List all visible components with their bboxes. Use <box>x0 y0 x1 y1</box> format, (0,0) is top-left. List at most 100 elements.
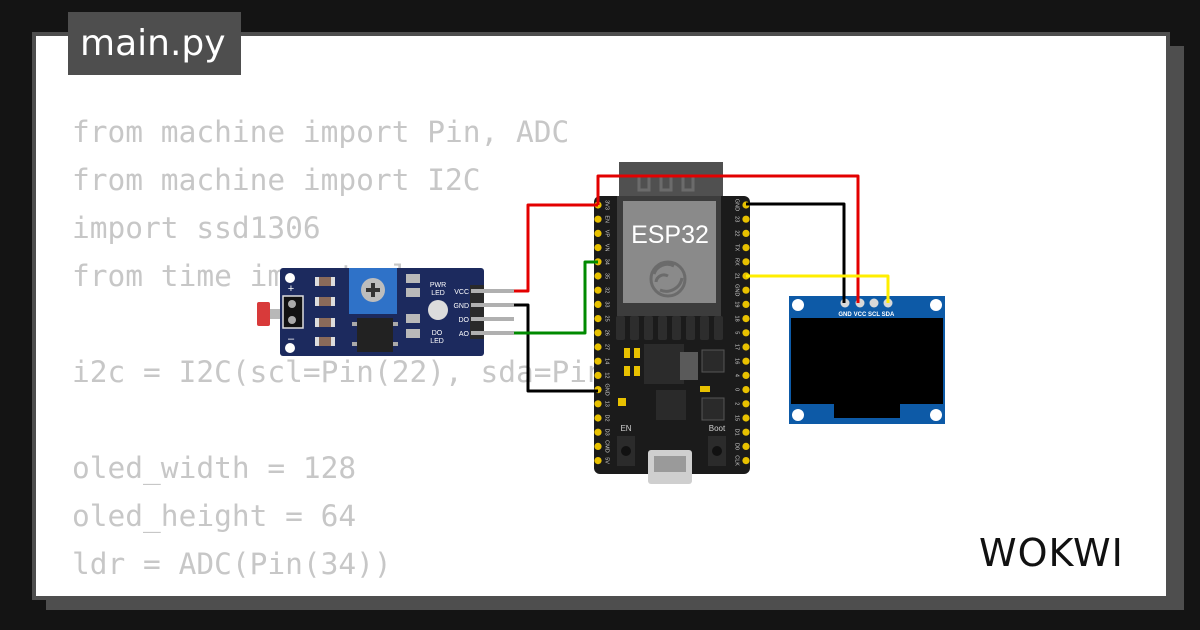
esp32-pin[interactable] <box>742 400 750 408</box>
esp32-pin[interactable] <box>742 457 750 465</box>
esp32-pin-label: 15 <box>734 415 740 421</box>
esp32-pin[interactable] <box>594 215 602 223</box>
esp32-pin[interactable] <box>594 244 602 252</box>
esp32-pin[interactable] <box>594 400 602 408</box>
esp32-pin-label: VP <box>604 230 610 238</box>
esp32-pin[interactable] <box>594 357 602 365</box>
esp32-chip <box>656 390 686 420</box>
esp32-pin-label: 32 <box>604 287 610 293</box>
esp32-label: ESP32 <box>631 221 709 249</box>
esp32-pin-label: GND <box>734 284 740 296</box>
esp32-pin[interactable] <box>742 300 750 308</box>
esp32-pin[interactable] <box>742 428 750 436</box>
esp32-pin[interactable] <box>742 442 750 450</box>
wire-oled-gnd-gnd[interactable] <box>746 202 846 303</box>
esp32-pin[interactable] <box>594 442 602 450</box>
esp32-pin[interactable] <box>742 258 750 266</box>
esp32-pin-label: 22 <box>734 230 740 236</box>
esp32-pin[interactable] <box>594 229 602 237</box>
svg-text:PWR: PWR <box>430 282 446 289</box>
esp32-pin-label: 17 <box>734 344 740 350</box>
boot-button-label: Boot <box>709 424 726 433</box>
esp32-pin-label: 12 <box>604 372 610 378</box>
code-line: oled_width = 128 <box>72 451 357 485</box>
esp32-pin-label: D1 <box>734 429 740 436</box>
esp32-pin[interactable] <box>594 414 602 422</box>
esp32-pin[interactable] <box>594 329 602 337</box>
esp32-pin[interactable] <box>742 286 750 294</box>
wire-ldr-gnd-gnd[interactable] <box>514 303 598 393</box>
wokwi-logo: WOKWI <box>979 531 1124 575</box>
esp32-pin-label: 13 <box>604 401 610 407</box>
en-button-label: EN <box>620 424 631 433</box>
esp32-pin[interactable] <box>742 244 750 252</box>
ldr-pin-vcc-label: VCC <box>454 289 469 296</box>
wire-oled-sda-21[interactable] <box>746 274 890 303</box>
esp32-pin[interactable] <box>594 315 602 323</box>
wire-ldr-ao-34[interactable] <box>514 260 598 335</box>
esp32-board[interactable]: ESP32 EN Boot 3V3ENVPVN34353233252627141… <box>594 162 750 484</box>
esp32-shield <box>623 201 716 303</box>
esp32-pin[interactable] <box>742 215 750 223</box>
wire-ldr-vcc-3v3[interactable] <box>514 203 598 293</box>
ldr-pin-ao[interactable] <box>471 331 514 335</box>
esp32-pin[interactable] <box>594 272 602 280</box>
en-button[interactable] <box>621 446 631 456</box>
oled-pin-scl: SCL <box>868 312 880 318</box>
esp32-pin-label: 16 <box>734 358 740 364</box>
esp32-pin[interactable] <box>742 315 750 323</box>
wire-oled-vcc-3v3[interactable] <box>596 174 860 303</box>
espressif-logo-icon <box>649 260 687 298</box>
esp32-pin-label: 19 <box>734 301 740 307</box>
oled-screen <box>791 318 943 404</box>
esp32-pin[interactable] <box>742 229 750 237</box>
esp32-pin[interactable] <box>742 357 750 365</box>
svg-text:LED: LED <box>430 338 444 345</box>
ldr-pin-do-label: DO <box>459 317 470 324</box>
esp32-pin-label: TX <box>734 244 740 251</box>
esp32-pin-label: GND <box>734 199 740 211</box>
esp32-pin-label: CLK <box>734 455 740 466</box>
ldr-pin-gnd[interactable] <box>471 303 514 307</box>
esp32-pin-label: D2 <box>604 414 610 421</box>
svg-text:WOKWI: WOKWI <box>979 531 1124 575</box>
esp32-pin[interactable] <box>742 371 750 379</box>
code-line: ldr.atten(ADC.ATTN_11DB) <box>72 588 694 596</box>
code-line: from machine import Pin, ADC <box>72 115 570 149</box>
esp32-pin-label: 35 <box>604 273 610 279</box>
photoresistor <box>257 302 270 326</box>
oled-pin-sda: SDA <box>882 312 895 318</box>
code-line: i2c = I2C(scl=Pin(22), sda=Pin(21)) <box>72 355 694 389</box>
pwr-led <box>428 300 448 320</box>
esp32-pin[interactable] <box>742 343 750 351</box>
esp32-pin-label: VN <box>604 244 610 252</box>
esp32-pin-label: 5 <box>734 331 740 334</box>
file-tab-label: main.py <box>80 23 226 64</box>
svg-text:LED: LED <box>431 290 445 297</box>
esp32-pin[interactable] <box>594 428 602 436</box>
esp32-pin[interactable] <box>742 329 750 337</box>
esp32-pin[interactable] <box>742 414 750 422</box>
ldr-pin-do[interactable] <box>471 317 514 321</box>
esp32-pin-label: 21 <box>734 273 740 279</box>
esp32-pin[interactable] <box>594 343 602 351</box>
esp32-pin-label: 0 <box>734 388 740 391</box>
boot-button[interactable] <box>712 446 722 456</box>
esp32-pin[interactable] <box>594 457 602 465</box>
file-tab[interactable]: main.py <box>68 12 241 75</box>
esp32-pin-label: 4 <box>734 374 740 377</box>
esp32-pin-label: EN <box>604 215 610 223</box>
oled-display[interactable]: GND VCC SCL SDA <box>789 296 945 424</box>
ldr-pin-ao-label: AO <box>459 331 470 338</box>
esp32-pin[interactable] <box>742 386 750 394</box>
esp32-pin[interactable] <box>594 300 602 308</box>
esp32-pin-label: 14 <box>604 358 610 364</box>
code-line: oled_height = 64 <box>72 499 357 533</box>
svg-text:DO: DO <box>432 330 443 337</box>
ldr-pin-vcc[interactable] <box>471 289 514 293</box>
esp32-pin[interactable] <box>594 286 602 294</box>
esp32-pin[interactable] <box>594 371 602 379</box>
ldr-sensor-module[interactable]: + – PWR LED DO LED VCC GND DO AO <box>257 268 514 356</box>
